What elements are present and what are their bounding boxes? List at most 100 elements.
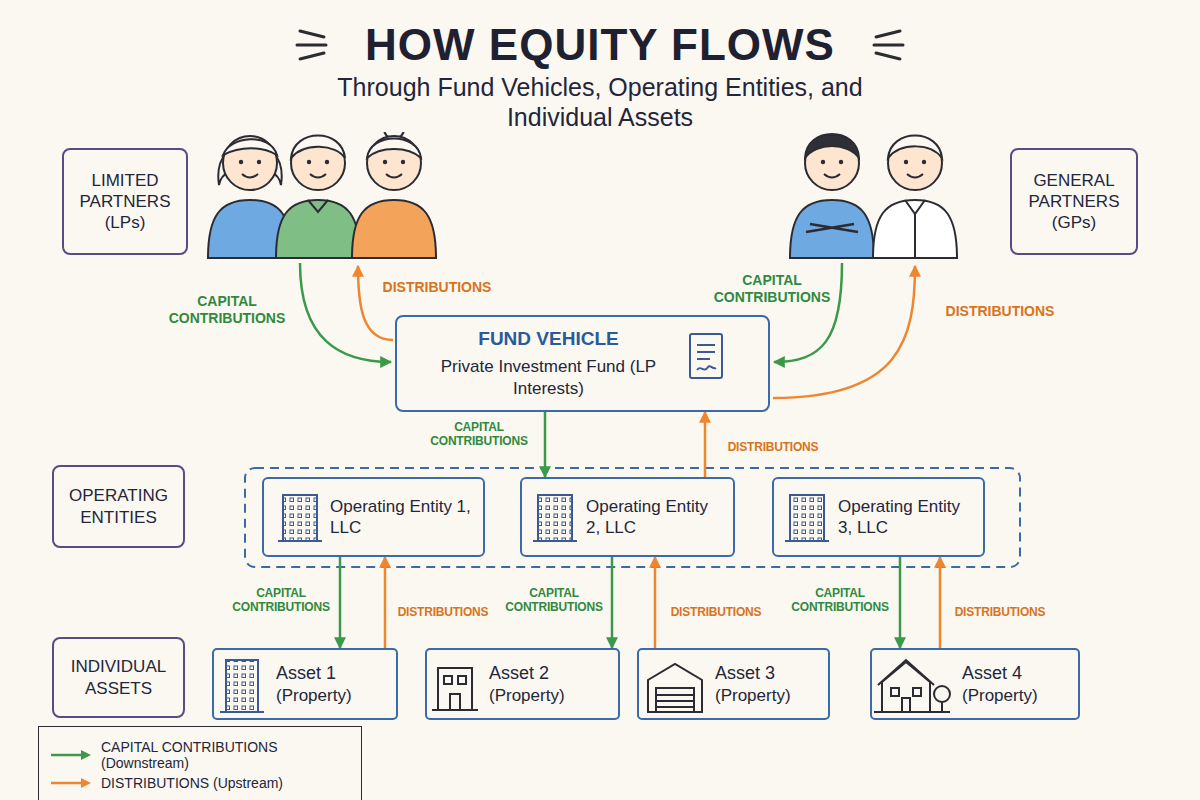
property-icon-part [874, 702, 950, 712]
asset-box: Asset 3(Property) [637, 648, 830, 720]
tier-label-box: LIMITED PARTNERS (LPs) [62, 148, 188, 255]
node-title: Asset 2 [489, 662, 610, 685]
legend-line [51, 754, 83, 757]
legend-line [51, 782, 83, 785]
flow-label: CAPITAL CONTRIBUTIONS [158, 293, 296, 327]
general-partner-figures-part [873, 136, 957, 259]
flow-arrow-part [300, 263, 391, 362]
legend-text: CAPITAL CONTRIBUTIONS (Downstream) [101, 739, 351, 771]
legend-arrowhead [81, 750, 91, 760]
general-partner-figures-part-part [790, 200, 874, 258]
node-title: Asset 4 [962, 662, 1070, 685]
node-subtext: (Property) [489, 685, 610, 706]
node-title: Operating Entity 3, LLC [838, 496, 973, 539]
legend-row: CAPITAL CONTRIBUTIONS (Downstream) [49, 739, 351, 771]
title-flourish-part [300, 31, 324, 37]
legend-arrowhead [81, 778, 91, 788]
node-title: Operating Entity 2, LLC [586, 496, 723, 539]
title-flourish-part [297, 44, 326, 47]
property-icon [432, 660, 950, 712]
property-icon-part [450, 694, 460, 710]
asset-box: Asset 2(Property) [425, 648, 620, 720]
general-partner-figures-part [790, 134, 874, 258]
limited-partner-figures-part-part [352, 200, 436, 258]
general-partner-figures-part-part [806, 224, 858, 232]
limited-partner-figures-part-part [276, 200, 360, 258]
tier-label-box: INDIVIDUAL ASSETS [52, 637, 185, 718]
node-subtext: (Property) [715, 685, 820, 706]
node-title: Asset 3 [715, 662, 820, 685]
general-partner-figures-part-part [905, 200, 925, 258]
property-icon-part [438, 668, 472, 710]
edge-label: DISTRIBUTIONS [946, 605, 1054, 619]
asset-box: Asset 1(Property) [212, 648, 398, 720]
limited-partner-figures-part-part [291, 136, 345, 190]
general-partner-figures-part-part [873, 200, 957, 258]
document-icon [690, 334, 722, 378]
distribution-arrow [654, 557, 657, 648]
edge-label: CAPITAL CONTRIBUTIONS [418, 420, 540, 449]
diagram-title: HOW EQUITY FLOWS [0, 20, 1200, 70]
title-flourish-part [876, 31, 900, 37]
property-icon-part [648, 664, 702, 712]
property-icon-part [444, 676, 452, 684]
distribution-arrow [704, 412, 707, 477]
property-icon-part [432, 709, 478, 711]
property-icon-part [913, 688, 921, 696]
node-title: OPERATING ENTITIES [62, 485, 175, 528]
property-icon-part [902, 698, 910, 712]
distribution-arrow [939, 557, 942, 648]
subtitle: Through Fund Vehicles, Operating Entitie… [300, 72, 900, 132]
node-title: FUND VEHICLE [478, 328, 618, 350]
limited-partner-figures-part-part [223, 139, 277, 155]
general-partner-figures-part-part [888, 136, 942, 159]
legend-text: DISTRIBUTIONS (Upstream) [101, 775, 283, 791]
limited-partner-figures-part-part [291, 136, 345, 159]
property-icon-part [656, 688, 694, 712]
legend-row: DISTRIBUTIONS (Upstream) [49, 775, 351, 791]
title-flourish-part [876, 53, 900, 59]
building-icon-part [790, 495, 824, 541]
limited-partner-figures-part-part [223, 136, 277, 190]
edge-label: DISTRIBUTIONS [662, 605, 770, 619]
building-icon-part [220, 711, 264, 713]
node-title: INDIVIDUAL ASSETS [62, 656, 175, 699]
building-icon-part [538, 495, 572, 541]
asset-box: Asset 4(Property) [870, 648, 1080, 720]
edge-label: DISTRIBUTIONS [712, 440, 834, 454]
title-flourish-part [874, 44, 903, 47]
edge-label: DISTRIBUTIONS [389, 605, 497, 619]
document-icon-part [697, 366, 716, 370]
tier-label-box: GENERAL PARTNERS (GPs) [1010, 148, 1138, 255]
limited-partner-figures-part-part [367, 136, 421, 190]
document-icon-part [697, 345, 715, 359]
edge-label: CAPITAL CONTRIBUTIONS [500, 586, 608, 615]
property-icon-part [656, 695, 694, 707]
limited-partner-figures-part [352, 119, 436, 258]
node-title: LIMITED PARTNERS (LPs) [72, 170, 178, 234]
limited-partner-figures-part-part [308, 200, 328, 212]
node-title: Asset 1 [276, 662, 388, 685]
distribution-arrow [384, 557, 387, 648]
building-icon-part [278, 540, 322, 542]
property-icon-part [934, 686, 950, 702]
flow-label: DISTRIBUTIONS [925, 303, 1075, 320]
general-partner-figures-part-part [888, 136, 942, 190]
legend-sample [49, 776, 93, 790]
tier-label-box: OPERATING ENTITIES [52, 465, 185, 548]
building-icon-part [283, 495, 317, 541]
entity-box: Operating Entity 3, LLC [772, 477, 985, 557]
contribution-arrow [339, 557, 342, 648]
edge-label: CAPITAL CONTRIBUTIONS [786, 586, 894, 615]
operating-entities-group [245, 468, 1020, 567]
general-partner-figures-part-part [805, 134, 859, 158]
flow-label: DISTRIBUTIONS [368, 279, 506, 296]
flow-arrow-part [358, 266, 393, 340]
limited-partner-figures [208, 119, 436, 258]
flow-label: CAPITAL CONTRIBUTIONS [710, 272, 834, 306]
building-icon-part [533, 540, 577, 542]
edge-label: CAPITAL CONTRIBUTIONS [227, 586, 335, 615]
property-icon-part [891, 688, 899, 696]
contribution-arrow [544, 412, 547, 477]
node-subtext: (Property) [962, 685, 1070, 706]
